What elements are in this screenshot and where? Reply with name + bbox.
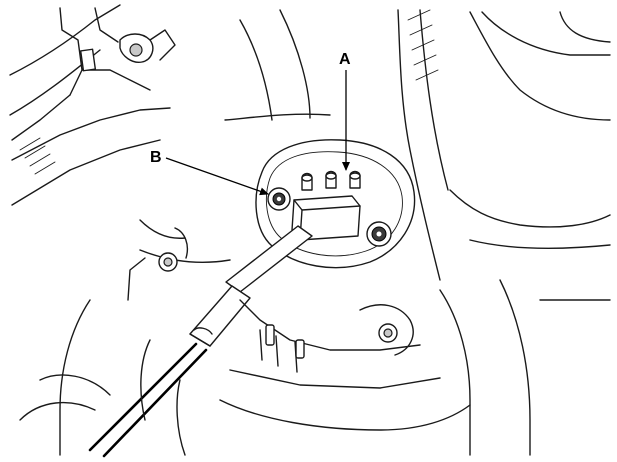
bolt-right [366,221,392,247]
cable-assembly [88,225,313,458]
callout-label-b: B [150,149,162,166]
leader-line-b [165,157,269,196]
lower-structure [19,219,611,456]
left-bracket-assembly [9,4,176,206]
callout-label-a: A [339,51,351,68]
bolt-b [267,187,291,211]
stud-row [301,170,361,191]
leader-lines [165,70,350,196]
upper-body-contours [224,9,611,281]
